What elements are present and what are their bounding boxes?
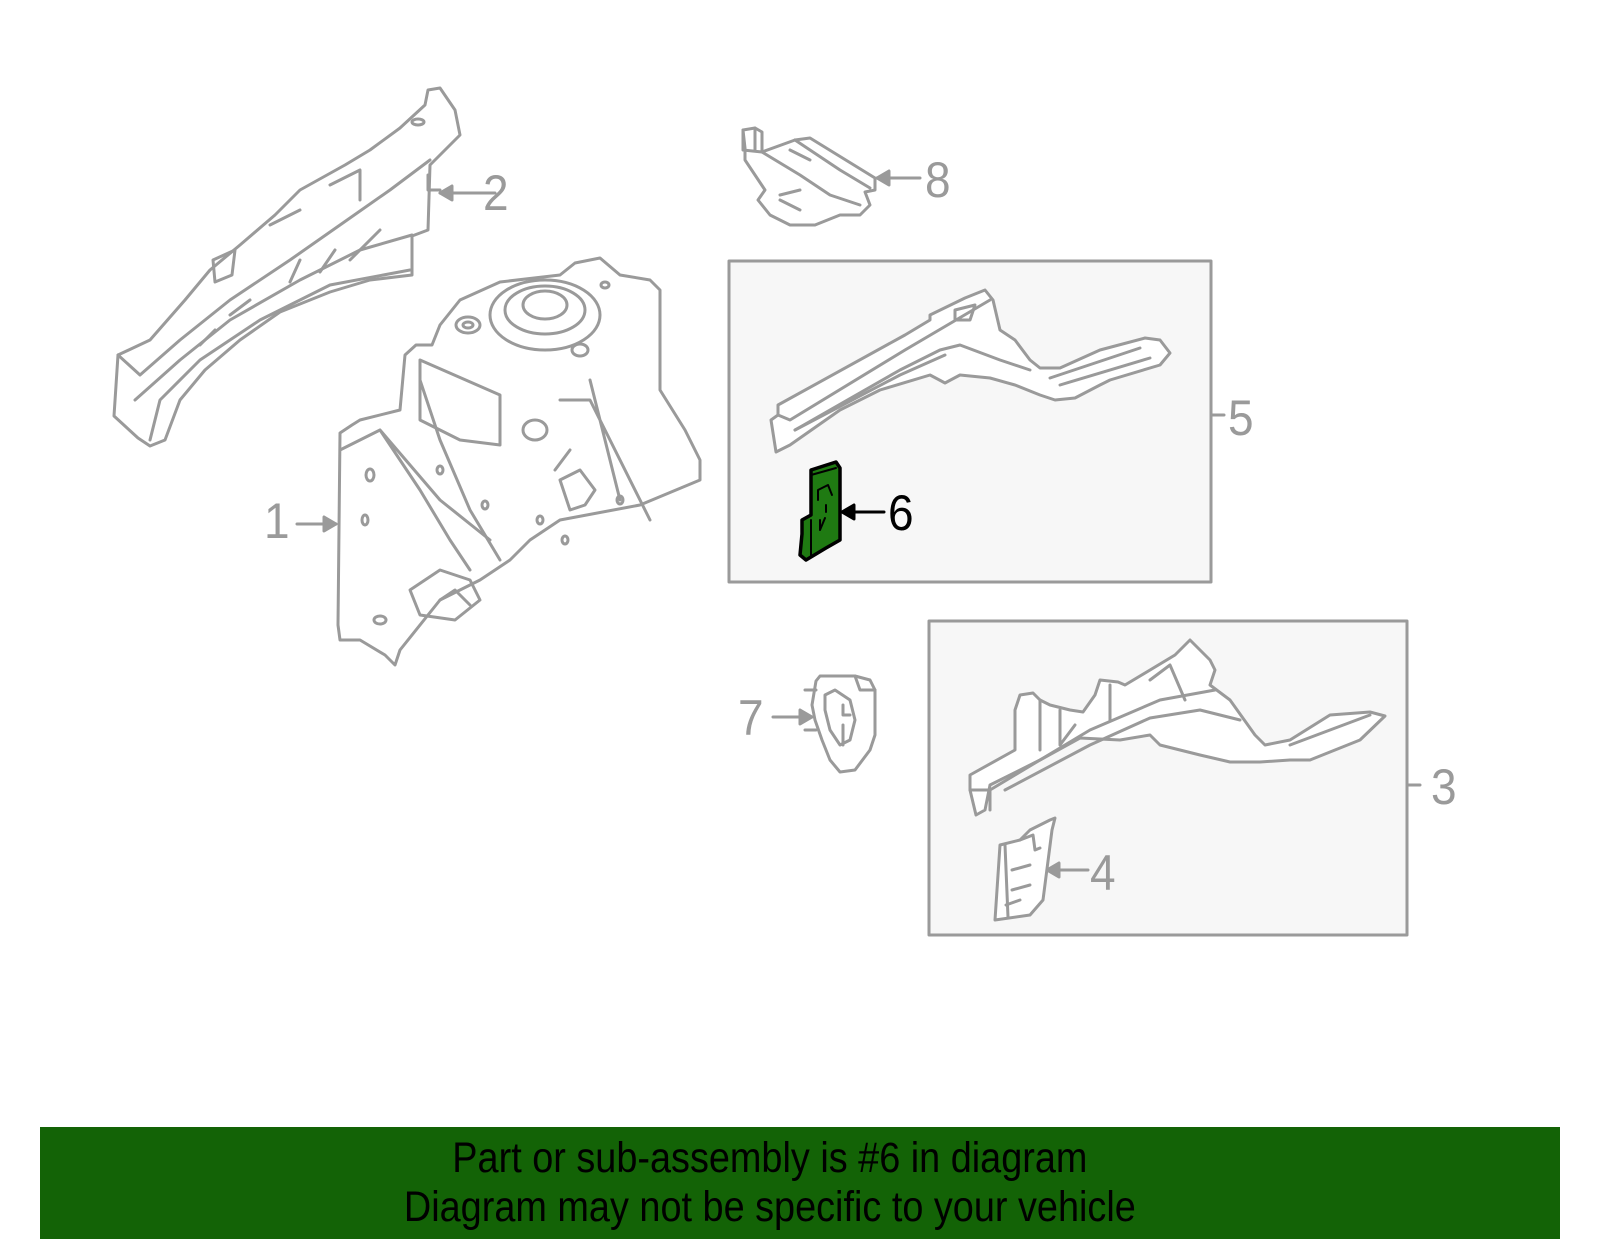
callout-4[interactable]: 4 bbox=[1090, 845, 1116, 901]
callout-5[interactable]: 5 bbox=[1228, 390, 1254, 446]
callout-7[interactable]: 7 bbox=[738, 690, 764, 746]
callout-3[interactable]: 3 bbox=[1431, 759, 1457, 815]
banner-part-notice: Part or sub-assembly is #6 in diagram bbox=[452, 1134, 1088, 1182]
callout-1[interactable]: 1 bbox=[264, 493, 290, 549]
part-7-bracket[interactable] bbox=[771, 674, 877, 774]
part-5-rail[interactable] bbox=[769, 288, 1172, 454]
info-banner: Part or sub-assembly is #6 in diagram Di… bbox=[40, 1127, 1560, 1239]
callout-6-highlighted[interactable]: 6 bbox=[888, 485, 914, 541]
callout-8[interactable]: 8 bbox=[925, 152, 951, 208]
part-2-reinforcement[interactable] bbox=[112, 86, 497, 448]
callout-2[interactable]: 2 bbox=[483, 165, 509, 221]
part-8-bracket[interactable] bbox=[741, 126, 922, 227]
part-3-rail[interactable] bbox=[968, 638, 1387, 817]
part-6-bracket-highlighted[interactable] bbox=[798, 460, 886, 562]
part-4-bracket[interactable] bbox=[993, 816, 1090, 922]
part-1-wheelhouse[interactable] bbox=[295, 256, 702, 667]
banner-disclaimer: Diagram may not be specific to your vehi… bbox=[404, 1183, 1136, 1231]
